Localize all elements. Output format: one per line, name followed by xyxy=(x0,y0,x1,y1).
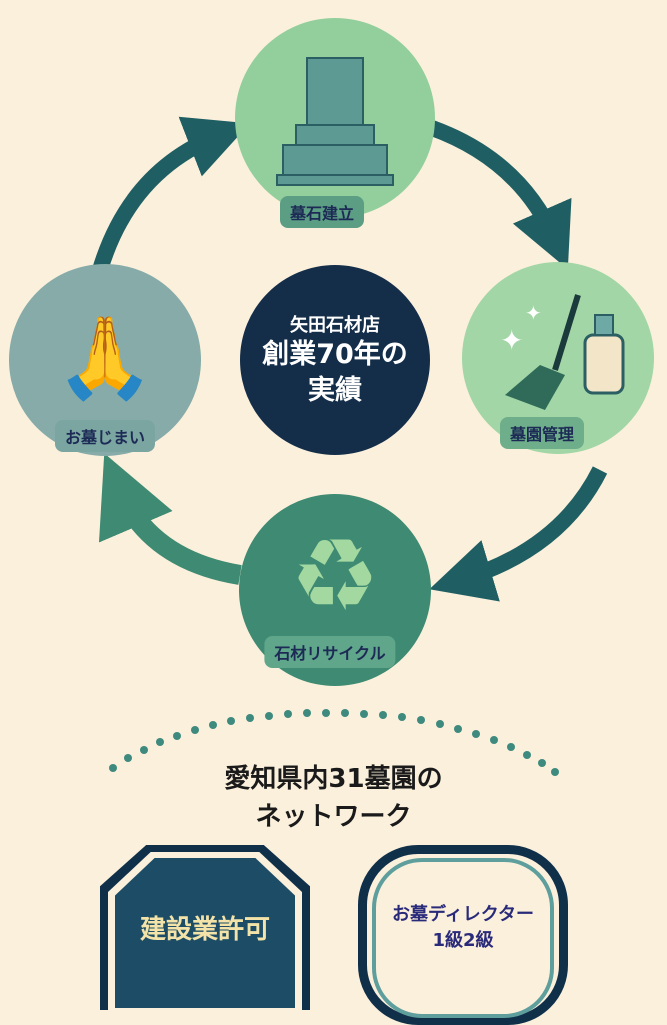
network-title-line1: 愛知県内31墓園の xyxy=(224,764,443,794)
gravestone-icon xyxy=(276,57,394,186)
license-badge: 建設業許可 xyxy=(115,858,295,1008)
step-label-recycle: 石材リサイクル xyxy=(264,636,396,668)
cleaning-icon: ✦ ✦ xyxy=(500,294,625,410)
director-badge-title: お墓ディレクター xyxy=(391,904,535,925)
network-title: 愛知県内31墓園の ネットワーク xyxy=(0,760,667,836)
arrow-bottom-left xyxy=(99,453,242,585)
svg-text:✦: ✦ xyxy=(525,301,542,325)
center-headline-2: 実績 xyxy=(308,375,362,406)
center-headline: 創業70年の xyxy=(262,339,408,370)
director-badge: お墓ディレクター 1級2級 xyxy=(372,858,554,1018)
director-badge-grade: 1級2級 xyxy=(432,930,494,951)
step-circle-close xyxy=(9,264,201,456)
step-label-close: お墓じまい xyxy=(54,420,156,452)
svg-text:✦: ✦ xyxy=(500,324,523,357)
network-title-line2: ネットワーク xyxy=(255,802,412,832)
step-label-build: 墓石建立 xyxy=(279,196,365,228)
dotted-arc xyxy=(109,709,559,776)
step-label-manage: 墓園管理 xyxy=(499,417,585,449)
company-name: 矢田石材店 xyxy=(290,315,380,336)
center-circle: 矢田石材店 創業70年の 実績 xyxy=(240,265,430,455)
license-badge-label: 建設業許可 xyxy=(139,914,270,945)
recycle-icon: ♻ xyxy=(290,517,380,634)
arrow-top-right xyxy=(429,120,572,270)
praying-hands-icon: 🙏 xyxy=(55,311,155,404)
arrow-bottom-right xyxy=(429,466,608,602)
arrow-top-left xyxy=(92,116,250,273)
cycle-diagram: ✦ ✦ ♻ 🙏 xyxy=(9,18,654,776)
